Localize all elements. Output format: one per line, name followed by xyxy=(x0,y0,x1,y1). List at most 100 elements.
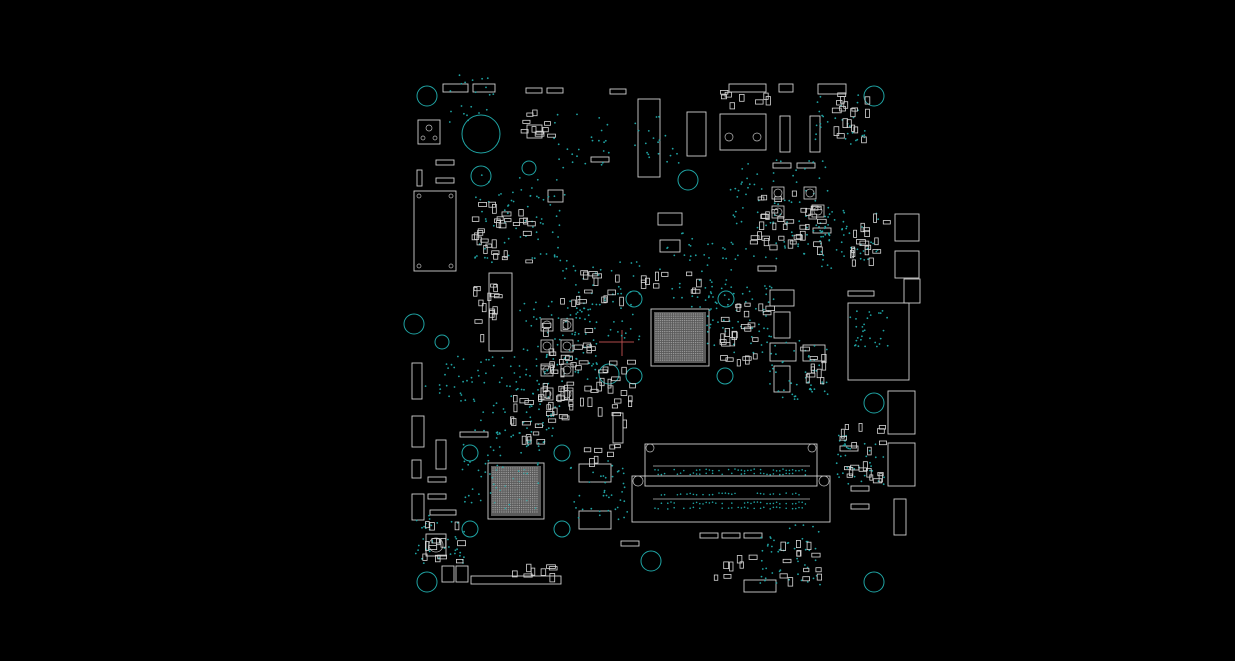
bga-pin xyxy=(492,473,494,476)
via xyxy=(498,446,501,448)
via xyxy=(879,312,882,314)
bga-pin xyxy=(503,504,505,507)
smd-component xyxy=(534,423,543,428)
via xyxy=(801,537,804,540)
via xyxy=(566,148,569,151)
via xyxy=(727,492,730,495)
bga-pin xyxy=(498,491,501,493)
via xyxy=(742,207,744,209)
bottom-connector xyxy=(743,579,777,593)
smd-component xyxy=(724,91,732,98)
bga-pin xyxy=(536,506,538,509)
bga-pin xyxy=(675,346,677,348)
bga-pin xyxy=(505,469,507,471)
via xyxy=(765,287,768,290)
via xyxy=(608,496,610,499)
via xyxy=(759,492,762,495)
bga-pin xyxy=(677,348,679,350)
bga-pin xyxy=(509,489,512,491)
smd-component xyxy=(603,295,608,303)
bga-pin xyxy=(503,476,505,478)
bga-pin xyxy=(681,344,684,346)
via xyxy=(734,258,737,260)
bga-pin xyxy=(683,355,686,357)
via xyxy=(540,218,543,220)
via xyxy=(875,250,878,253)
bga-pin xyxy=(664,317,666,320)
bga-pin xyxy=(525,491,527,493)
bga-pin xyxy=(507,478,510,480)
bga-pin xyxy=(529,480,532,482)
bga-pin xyxy=(518,493,521,496)
via xyxy=(711,493,714,496)
smd-component xyxy=(806,541,812,551)
bga-pin xyxy=(675,328,677,331)
bga-pin xyxy=(661,322,664,324)
via xyxy=(826,189,829,192)
via xyxy=(812,229,815,232)
via xyxy=(554,338,556,340)
bga-pin xyxy=(516,495,518,498)
bga-pin xyxy=(509,498,512,500)
via xyxy=(504,429,507,432)
via xyxy=(603,491,606,494)
bga-pin xyxy=(683,330,686,333)
via xyxy=(848,232,851,235)
via xyxy=(701,270,703,273)
via xyxy=(663,472,666,475)
via xyxy=(865,455,868,458)
bga-pin xyxy=(666,330,668,333)
smd-component xyxy=(653,283,660,289)
via xyxy=(785,341,788,344)
smd-component xyxy=(645,277,650,286)
via xyxy=(654,468,656,471)
inductor xyxy=(540,339,554,353)
via xyxy=(812,161,815,164)
bga-pin xyxy=(672,352,675,355)
via xyxy=(518,432,521,434)
bga-pin xyxy=(498,504,501,507)
smd-component xyxy=(454,521,460,531)
smd-component xyxy=(867,446,872,456)
bga-pin xyxy=(672,337,675,339)
bga-pin xyxy=(668,352,670,355)
bga-pin xyxy=(692,319,695,322)
via xyxy=(629,291,632,293)
bga-pin xyxy=(697,348,699,350)
via xyxy=(589,320,591,323)
via xyxy=(620,307,622,309)
smd-component xyxy=(523,573,533,578)
via xyxy=(600,129,603,132)
via xyxy=(819,95,822,98)
via xyxy=(569,314,572,316)
via xyxy=(595,362,598,364)
bga-pin xyxy=(664,319,666,322)
via xyxy=(756,211,759,214)
via xyxy=(728,298,730,301)
bga-pin xyxy=(666,341,668,344)
via xyxy=(763,327,765,330)
bga-pin xyxy=(531,502,534,504)
bga-pin xyxy=(661,339,664,342)
via xyxy=(886,344,889,347)
via xyxy=(531,257,534,259)
header-connector xyxy=(546,87,564,94)
via xyxy=(573,501,576,503)
bga-pin xyxy=(668,315,670,317)
smd-component xyxy=(589,458,595,468)
via xyxy=(448,121,451,123)
bga-pin xyxy=(494,476,496,478)
via xyxy=(842,444,845,447)
bga-pin xyxy=(694,337,697,339)
via xyxy=(882,483,885,486)
bga-pin xyxy=(534,467,536,469)
bga-pin xyxy=(655,326,657,328)
header-connector xyxy=(778,83,794,93)
bga-pin xyxy=(507,487,510,489)
via xyxy=(568,349,571,352)
inductor xyxy=(803,186,817,200)
bga-pin xyxy=(664,357,666,359)
bga-pin xyxy=(529,498,532,500)
